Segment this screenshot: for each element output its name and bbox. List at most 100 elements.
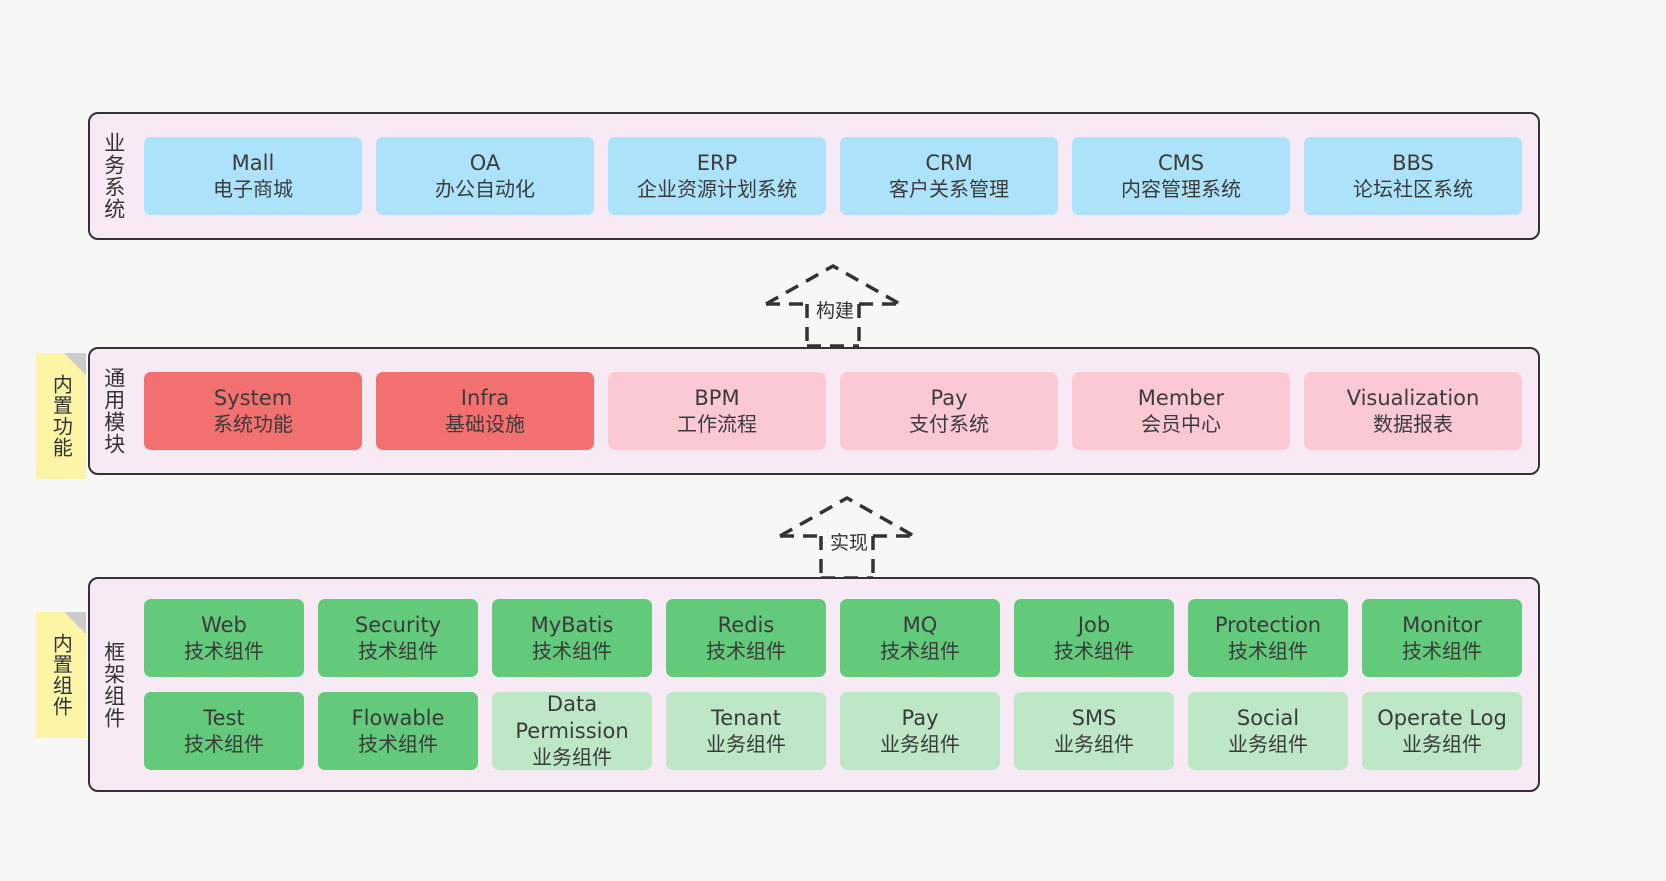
card-title-cn: 业务组件 <box>532 745 612 770</box>
card-title-en: Pay <box>901 705 939 730</box>
card-title-cn: 业务组件 <box>706 731 786 756</box>
card-test[interactable]: Test 技术组件 <box>144 692 304 770</box>
card-title-en: Test <box>203 705 245 730</box>
layer-business-systems: 业务系统 Mall 电子商城 OA 办公自动化 ERP 企业资源计划系统 CRM… <box>88 112 1540 240</box>
card-title-cn: 业务组件 <box>880 731 960 756</box>
card-title-cn: 企业资源计划系统 <box>637 176 797 201</box>
card-title-cn: 技术组件 <box>880 638 960 663</box>
card-mall[interactable]: Mall 电子商城 <box>144 137 362 215</box>
card-mybatis[interactable]: MyBatis 技术组件 <box>492 599 652 677</box>
card-title-cn: 技术组件 <box>1402 638 1482 663</box>
card-erp[interactable]: ERP 企业资源计划系统 <box>608 137 826 215</box>
card-web[interactable]: Web 技术组件 <box>144 599 304 677</box>
card-title-cn: 客户关系管理 <box>889 176 1009 201</box>
card-title-cn: 技术组件 <box>1054 638 1134 663</box>
card-visualization[interactable]: Visualization 数据报表 <box>1304 372 1522 450</box>
card-title-en: Data Permission <box>515 692 629 744</box>
card-title-en: System <box>213 385 293 410</box>
card-title-en: Redis <box>717 612 775 637</box>
card-title-cn: 技术组件 <box>358 731 438 756</box>
card-pay[interactable]: Pay 支付系统 <box>840 372 1058 450</box>
card-title-en: OA <box>469 150 501 175</box>
card-title-en: Tenant <box>711 705 781 730</box>
card-title-en: BPM <box>694 385 740 410</box>
card-title-en: MyBatis <box>530 612 614 637</box>
card-title-en: SMS <box>1071 705 1117 730</box>
sticky-note-builtin-function: 内置功能 <box>36 353 86 479</box>
card-redis[interactable]: Redis 技术组件 <box>666 599 826 677</box>
card-title-en: Flowable <box>351 705 445 730</box>
layer-framework-components: 框架组件 Web 技术组件 Security 技术组件 MyBatis 技术组件… <box>88 577 1540 792</box>
card-sms[interactable]: SMS 业务组件 <box>1014 692 1174 770</box>
layer-common-modules: 通用模块 System 系统功能 Infra 基础设施 BPM 工作流程 Pay… <box>88 347 1540 475</box>
card-title-en: Infra <box>460 385 510 410</box>
layer-body-business-systems: Mall 电子商城 OA 办公自动化 ERP 企业资源计划系统 CRM 客户关系… <box>136 114 1538 238</box>
connector-label-build: 构建 <box>816 300 855 322</box>
card-title-en: Pay <box>930 385 968 410</box>
card-title-en: MQ <box>902 612 938 637</box>
card-title-cn: 办公自动化 <box>435 176 535 201</box>
card-bpm[interactable]: BPM 工作流程 <box>608 372 826 450</box>
card-title-cn: 支付系统 <box>909 411 989 436</box>
card-row: Web 技术组件 Security 技术组件 MyBatis 技术组件 Redi… <box>144 599 1522 677</box>
card-protection[interactable]: Protection 技术组件 <box>1188 599 1348 677</box>
card-mq[interactable]: MQ 技术组件 <box>840 599 1000 677</box>
card-title-cn: 基础设施 <box>445 411 525 436</box>
card-title-cn: 数据报表 <box>1373 411 1453 436</box>
card-job[interactable]: Job 技术组件 <box>1014 599 1174 677</box>
card-title-cn: 技术组件 <box>184 638 264 663</box>
card-title-cn: 会员中心 <box>1141 411 1221 436</box>
card-pay-business[interactable]: Pay 业务组件 <box>840 692 1000 770</box>
card-flowable[interactable]: Flowable 技术组件 <box>318 692 478 770</box>
layer-body-framework-components: Web 技术组件 Security 技术组件 MyBatis 技术组件 Redi… <box>136 579 1538 790</box>
card-title-en: BBS <box>1392 150 1434 175</box>
card-title-cn: 业务组件 <box>1402 731 1482 756</box>
card-row: Mall 电子商城 OA 办公自动化 ERP 企业资源计划系统 CRM 客户关系… <box>144 137 1522 215</box>
card-data-permission[interactable]: Data Permission 业务组件 <box>492 692 652 770</box>
card-title-cn: 技术组件 <box>1228 638 1308 663</box>
card-title-en: Security <box>354 612 442 637</box>
card-security[interactable]: Security 技术组件 <box>318 599 478 677</box>
dashed-hollow-arrow-up-icon <box>765 263 901 348</box>
card-crm[interactable]: CRM 客户关系管理 <box>840 137 1058 215</box>
card-tenant[interactable]: Tenant 业务组件 <box>666 692 826 770</box>
sticky-note-builtin-component: 内置组件 <box>36 612 86 738</box>
card-title-cn: 技术组件 <box>358 638 438 663</box>
card-title-cn: 技术组件 <box>184 731 264 756</box>
card-title-cn: 技术组件 <box>532 638 612 663</box>
layer-title-business-systems: 业务系统 <box>101 132 126 220</box>
card-row: Test 技术组件 Flowable 技术组件 Data Permission … <box>144 692 1522 770</box>
card-title-cn: 电子商城 <box>213 176 293 201</box>
layer-title-common-modules: 通用模块 <box>101 367 126 455</box>
card-title-en: Visualization <box>1346 385 1480 410</box>
layer-body-common-modules: System 系统功能 Infra 基础设施 BPM 工作流程 Pay 支付系统… <box>136 349 1538 473</box>
card-title-en: CMS <box>1157 150 1205 175</box>
card-bbs[interactable]: BBS 论坛社区系统 <box>1304 137 1522 215</box>
card-title-en: Job <box>1077 612 1111 637</box>
card-title-en: Monitor <box>1402 612 1482 637</box>
card-social[interactable]: Social 业务组件 <box>1188 692 1348 770</box>
card-oa[interactable]: OA 办公自动化 <box>376 137 594 215</box>
card-title-en: Social <box>1236 705 1300 730</box>
layer-title-framework-components: 框架组件 <box>101 640 126 729</box>
connector-build: 构建 <box>758 258 908 348</box>
card-infra[interactable]: Infra 基础设施 <box>376 372 594 450</box>
card-title-en: ERP <box>696 150 738 175</box>
connector-implement: 实现 <box>772 490 922 580</box>
card-title-cn: 系统功能 <box>213 411 293 436</box>
card-monitor[interactable]: Monitor 技术组件 <box>1362 599 1522 677</box>
card-title-cn: 业务组件 <box>1054 731 1134 756</box>
card-cms[interactable]: CMS 内容管理系统 <box>1072 137 1290 215</box>
card-title-en: Web <box>201 612 247 637</box>
card-title-en: Mall <box>231 150 275 175</box>
card-title-en: Member <box>1137 385 1225 410</box>
card-member[interactable]: Member 会员中心 <box>1072 372 1290 450</box>
connector-label-implement: 实现 <box>830 532 869 554</box>
card-title-en: CRM <box>925 150 973 175</box>
card-title-en: Operate Log <box>1377 705 1507 730</box>
card-system[interactable]: System 系统功能 <box>144 372 362 450</box>
card-title-cn: 工作流程 <box>677 411 757 436</box>
card-title-cn: 技术组件 <box>706 638 786 663</box>
card-operate-log[interactable]: Operate Log 业务组件 <box>1362 692 1522 770</box>
card-title-cn: 内容管理系统 <box>1121 176 1241 201</box>
